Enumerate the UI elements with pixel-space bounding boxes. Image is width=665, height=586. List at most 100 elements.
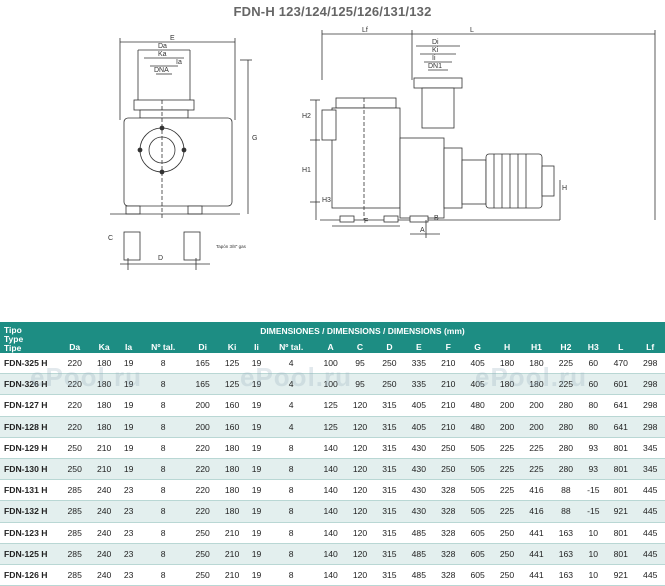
- label-tapon: Tapón 3/8" gas: [216, 244, 247, 249]
- value-cell: 8: [266, 543, 316, 565]
- label-L: L: [470, 27, 474, 34]
- value-cell: 250: [433, 458, 463, 480]
- value-cell: 505: [462, 500, 493, 522]
- value-cell: 315: [374, 543, 405, 565]
- value-cell: 140: [315, 500, 346, 522]
- value-cell: 505: [462, 479, 493, 501]
- value-cell: 210: [217, 543, 247, 565]
- value-cell: 485: [404, 522, 434, 544]
- value-cell: 328: [433, 500, 463, 522]
- tipo-header: Tipo Type Tipe: [0, 322, 60, 353]
- value-cell: 19: [118, 373, 139, 395]
- value-cell: 210: [433, 353, 463, 374]
- model-cell: FDN-131 H: [0, 479, 60, 501]
- model-cell: FDN-326 H: [0, 373, 60, 395]
- value-cell: 328: [433, 522, 463, 544]
- value-cell: 285: [60, 500, 90, 522]
- value-cell: 120: [345, 564, 375, 586]
- column-header: Da: [60, 340, 90, 353]
- value-cell: 315: [374, 437, 405, 459]
- value-cell: 200: [521, 416, 552, 438]
- column-header: C: [345, 340, 375, 353]
- value-cell: 210: [433, 416, 463, 438]
- column-header: H2: [551, 340, 581, 353]
- label-H1: H1: [302, 167, 311, 174]
- value-cell: 240: [89, 522, 119, 544]
- dimensions-header: DIMENSIONES / DIMENSIONS / DIMENSIONS (m…: [60, 322, 665, 340]
- value-cell: 80: [580, 416, 607, 438]
- value-cell: 100: [315, 373, 346, 395]
- value-cell: 165: [187, 353, 218, 374]
- value-cell: 430: [404, 479, 434, 501]
- value-cell: 210: [433, 373, 463, 395]
- value-cell: 220: [187, 479, 218, 501]
- value-cell: 8: [266, 458, 316, 480]
- value-cell: 19: [246, 437, 267, 459]
- value-cell: 220: [187, 458, 218, 480]
- value-cell: 140: [315, 564, 346, 586]
- value-cell: 19: [118, 437, 139, 459]
- value-cell: 80: [580, 394, 607, 417]
- column-header: Ia: [118, 340, 139, 353]
- value-cell: 8: [138, 373, 188, 395]
- value-cell: 8: [138, 458, 188, 480]
- label-Ii: Ii: [432, 55, 436, 62]
- value-cell: 140: [315, 437, 346, 459]
- page-title: FDN-H 123/124/125/126/131/132: [233, 4, 432, 19]
- column-header: G: [462, 340, 493, 353]
- value-cell: 180: [521, 373, 552, 395]
- value-cell: 605: [462, 543, 493, 565]
- value-cell: 19: [246, 416, 267, 438]
- side-view: [310, 30, 656, 238]
- value-cell: 250: [492, 522, 522, 544]
- value-cell: 220: [60, 394, 90, 417]
- value-cell: 19: [246, 394, 267, 417]
- value-cell: 140: [315, 479, 346, 501]
- label-DN1: DN1: [428, 63, 442, 70]
- value-cell: 250: [187, 564, 218, 586]
- value-cell: 19: [246, 500, 267, 522]
- value-cell: 315: [374, 394, 405, 417]
- value-cell: 8: [266, 437, 316, 459]
- value-cell: 250: [433, 437, 463, 459]
- value-cell: 345: [635, 458, 665, 480]
- value-cell: 180: [217, 458, 247, 480]
- value-cell: 23: [118, 522, 139, 544]
- value-cell: 220: [187, 500, 218, 522]
- value-cell: 180: [89, 373, 119, 395]
- value-cell: 280: [551, 416, 581, 438]
- value-cell: 140: [315, 543, 346, 565]
- front-view: [110, 38, 252, 270]
- value-cell: 315: [374, 458, 405, 480]
- value-cell: 180: [492, 353, 522, 374]
- value-cell: 335: [404, 373, 434, 395]
- value-cell: 441: [521, 564, 552, 586]
- value-cell: 240: [89, 479, 119, 501]
- label-E: E: [170, 35, 175, 42]
- column-header: A: [315, 340, 346, 353]
- value-cell: 19: [246, 564, 267, 586]
- value-cell: 250: [492, 543, 522, 565]
- value-cell: 485: [404, 543, 434, 565]
- technical-drawing: E Da Ka Ia DNA G C D Tapón 3/8" gas: [0, 20, 665, 320]
- value-cell: 225: [521, 437, 552, 459]
- value-cell: 505: [462, 437, 493, 459]
- value-cell: 285: [60, 479, 90, 501]
- value-cell: 60: [580, 353, 607, 374]
- value-cell: 19: [246, 373, 267, 395]
- value-cell: 8: [138, 500, 188, 522]
- value-cell: 250: [374, 373, 405, 395]
- value-cell: 430: [404, 500, 434, 522]
- value-cell: 405: [462, 373, 493, 395]
- value-cell: 200: [492, 416, 522, 438]
- column-header: F: [433, 340, 463, 353]
- value-cell: 93: [580, 437, 607, 459]
- model-cell: FDN-127 H: [0, 394, 60, 417]
- value-cell: 8: [266, 564, 316, 586]
